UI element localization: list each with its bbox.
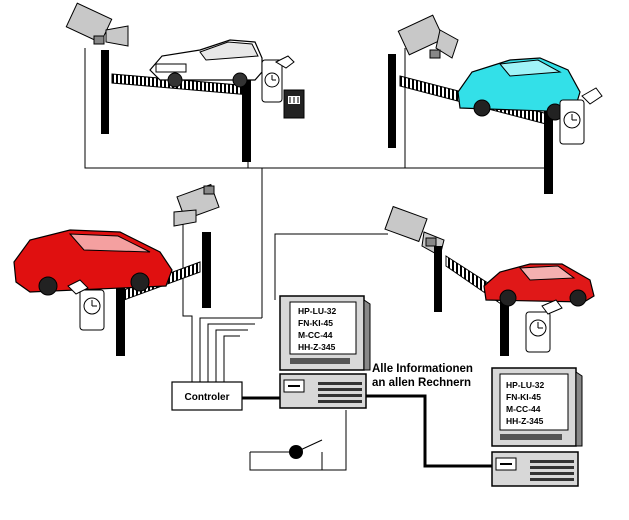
hand-icon (541, 299, 563, 315)
keyboard-keys (530, 460, 574, 481)
second-computer: HP-LU-32 FN-KI-45 M-CC-44 HH-Z-345 (491, 367, 583, 487)
screen-plate: HH-Z-345 (298, 342, 336, 352)
ticket-machine (525, 299, 563, 353)
hand-icon (274, 55, 295, 69)
main-computer: HP-LU-32 FN-KI-45 M-CC-44 HH-Z-345 (279, 295, 371, 409)
camera-icon (173, 183, 220, 227)
camera-icon (65, 2, 129, 47)
monitor-screen (289, 301, 357, 355)
controller-box: Controler (171, 381, 243, 411)
screen-plate: M-CC-44 (506, 404, 541, 414)
switch-icon (249, 439, 323, 471)
barrier-post (388, 54, 396, 148)
car-icon (483, 263, 595, 307)
barrier-post (500, 292, 509, 356)
monitor-screen (499, 373, 569, 431)
fuel-pump-icon (283, 89, 305, 119)
barrier-post (242, 64, 251, 162)
barrier-post (202, 232, 211, 308)
barrier-post (116, 268, 125, 356)
controller-label: Controler (185, 392, 230, 403)
camera-icon (397, 14, 459, 59)
ticket-machine (261, 55, 295, 103)
car-icon (457, 57, 581, 121)
screen-plate: FN-KI-45 (506, 392, 541, 402)
car-icon (13, 229, 173, 296)
screen-plate: HP-LU-32 (506, 380, 545, 390)
station-top-left (65, 2, 305, 162)
screen-plate: FN-KI-45 (298, 318, 333, 328)
camera-icon (384, 205, 445, 257)
barrier-post (544, 110, 553, 194)
wiring (84, 48, 549, 471)
station-left (13, 183, 220, 356)
car-icon (149, 39, 263, 88)
hand-icon (581, 87, 603, 105)
screen-plate: HH-Z-345 (506, 416, 544, 426)
ticket-machine (67, 279, 105, 331)
screen-plate: M-CC-44 (298, 330, 333, 340)
barrier-post (434, 246, 442, 312)
barrier-post (101, 50, 109, 134)
hand-icon (67, 279, 89, 295)
ticket-machine (559, 87, 603, 145)
screen-plate: HP-LU-32 (298, 306, 337, 316)
caption-line-1: Alle Informationen (372, 363, 473, 375)
keyboard-keys (318, 382, 362, 403)
caption-line-2: an allen Rechnern (372, 377, 471, 389)
station-right (384, 205, 595, 356)
station-top-right (388, 14, 603, 194)
